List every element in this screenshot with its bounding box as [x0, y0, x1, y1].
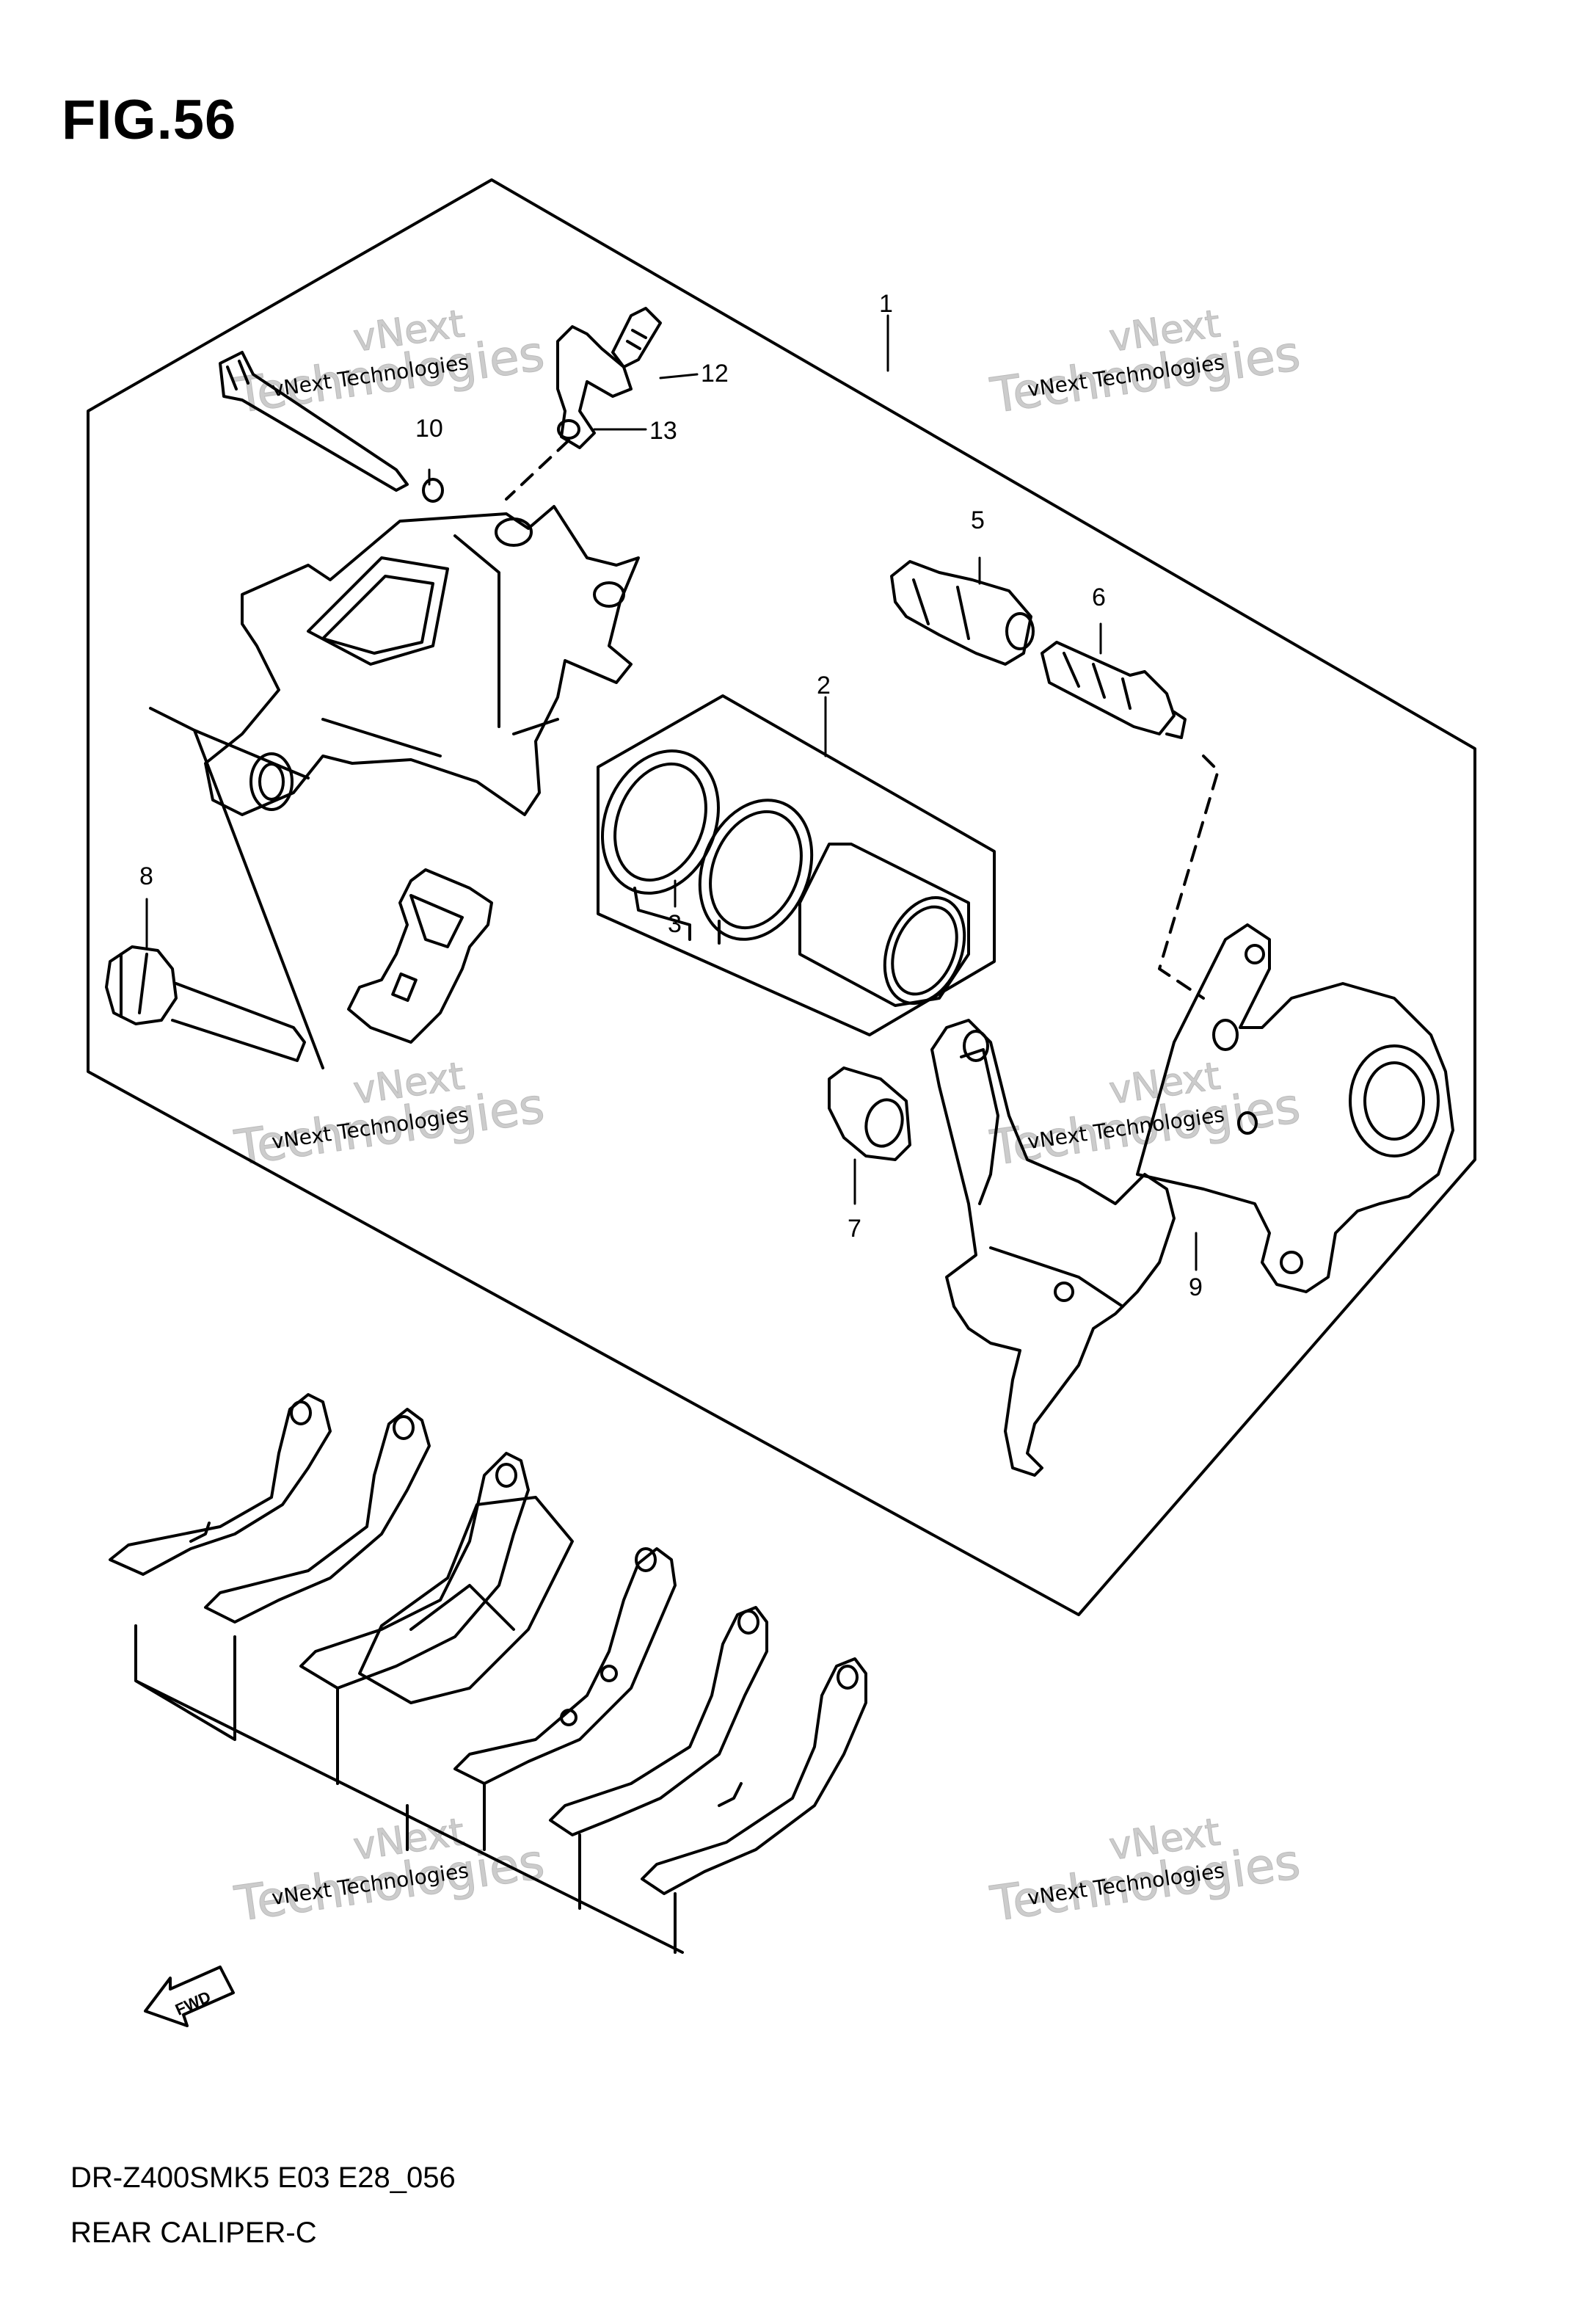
watermark: vNext Technologies vNext Technologies — [230, 1810, 548, 1933]
model-code: DR-Z400SMK5 E03 E28_056 — [70, 2162, 456, 2194]
caliper-body — [204, 505, 640, 816]
watermark: vNext Technologies vNext Technologies — [230, 302, 548, 425]
callout-5: 5 — [971, 506, 985, 534]
piston-seals — [601, 749, 814, 941]
piston — [798, 843, 970, 1007]
pad-spring — [347, 868, 493, 1044]
leader-dash — [505, 439, 570, 501]
callout-labels: 1 2 3 5 6 7 8 9 10 12 13 — [139, 290, 1203, 1301]
watermarks: vNext Technologies vNext Technologies vN… — [230, 302, 1304, 1933]
bleeder-valve — [556, 307, 662, 449]
bolt-lower — [1041, 641, 1187, 739]
bracket-arm — [1136, 923, 1454, 1293]
callout-1: 1 — [879, 290, 893, 318]
leader-dash — [1158, 755, 1220, 1000]
figure-label: FIG.56 — [62, 89, 237, 151]
fwd-arrow-icon: FWD — [144, 1966, 235, 2027]
callout-12: 12 — [701, 360, 729, 388]
washer — [422, 478, 444, 503]
callout-7: 7 — [848, 1215, 861, 1243]
brake-pads — [109, 1393, 867, 1895]
caliper-bracket — [930, 1019, 1176, 1477]
pad-group-bracket — [134, 1624, 684, 1954]
callout-13: 13 — [649, 417, 677, 445]
seal-group-boundary — [597, 694, 996, 1036]
callout-6: 6 — [1092, 584, 1106, 611]
callout-9: 9 — [1189, 1273, 1203, 1301]
pin-group-boundary — [149, 707, 324, 1069]
callout-2: 2 — [817, 672, 831, 699]
rubber-boot — [828, 1066, 911, 1161]
slide-pin-upper — [219, 351, 409, 492]
callout-leaders — [145, 314, 1198, 1271]
callout-10: 10 — [415, 415, 443, 443]
bolt-upper — [890, 560, 1035, 666]
callout-8: 8 — [139, 862, 153, 890]
assembly-boundary — [87, 178, 1476, 1616]
watermark: vNext Technologies vNext Technologies — [986, 1810, 1304, 1933]
part-group-name: REAR CALIPER-C — [70, 2217, 317, 2249]
slide-pin-lower — [105, 945, 306, 1062]
callout-3: 3 — [668, 910, 682, 938]
watermark: vNext Technologies vNext Technologies — [986, 302, 1304, 425]
watermark: vNext Technologies vNext Technologies — [230, 1054, 548, 1177]
